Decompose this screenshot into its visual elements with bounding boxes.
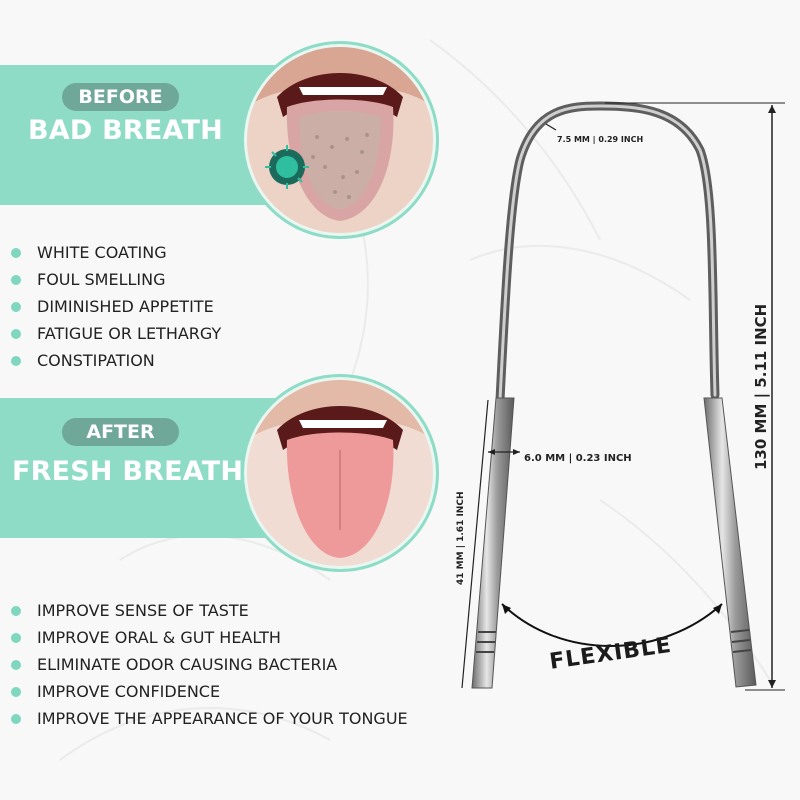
handle-width-label: 6.0 MM | 0.23 INCH [524,453,632,464]
list-item: IMPROVE THE APPEARANCE OF YOUR TONGUE [11,705,408,732]
before-pill: BEFORE [62,83,179,111]
list-item: IMPROVE CONFIDENCE [11,678,408,705]
fresh-breath-tongue-image [244,377,436,569]
list-item: DIMINISHED APPETITE [11,293,221,320]
handle-length-label: 41 MM | 1.61 INCH [456,491,466,585]
list-item: ELIMINATE ODOR CAUSING BACTERIA [11,651,408,678]
bad-breath-symptom-list: WHITE COATING FOUL SMELLING DIMINISHED A… [11,239,221,374]
list-item: WHITE COATING [11,239,221,266]
bullet-icon [11,633,21,643]
list-item: CONSTIPATION [11,347,221,374]
fresh-breath-heading: FRESH BREATH [12,456,244,487]
list-item: FOUL SMELLING [11,266,221,293]
bullet-icon [11,606,21,616]
bullet-icon [11,714,21,724]
bullet-icon [11,356,21,366]
total-length-label: 130 MM | 5.11 INCH [752,303,770,470]
bad-breath-tongue-image [244,44,436,236]
bad-breath-heading: BAD BREATH [28,115,223,146]
bacteria-icon [265,145,309,189]
list-item: FATIGUE OR LETHARGY [11,320,221,347]
bullet-icon [11,302,21,312]
bullet-icon [11,687,21,697]
fresh-breath-benefit-list: IMPROVE SENSE OF TASTE IMPROVE ORAL & GU… [11,597,408,732]
bullet-icon [11,248,21,258]
bullet-icon [11,275,21,285]
top-width-label: 7.5 MM | 0.29 INCH [557,135,644,144]
list-item: IMPROVE ORAL & GUT HEALTH [11,624,408,651]
bullet-icon [11,329,21,339]
list-item: IMPROVE SENSE OF TASTE [11,597,408,624]
bullet-icon [11,660,21,670]
after-pill: AFTER [62,418,179,446]
